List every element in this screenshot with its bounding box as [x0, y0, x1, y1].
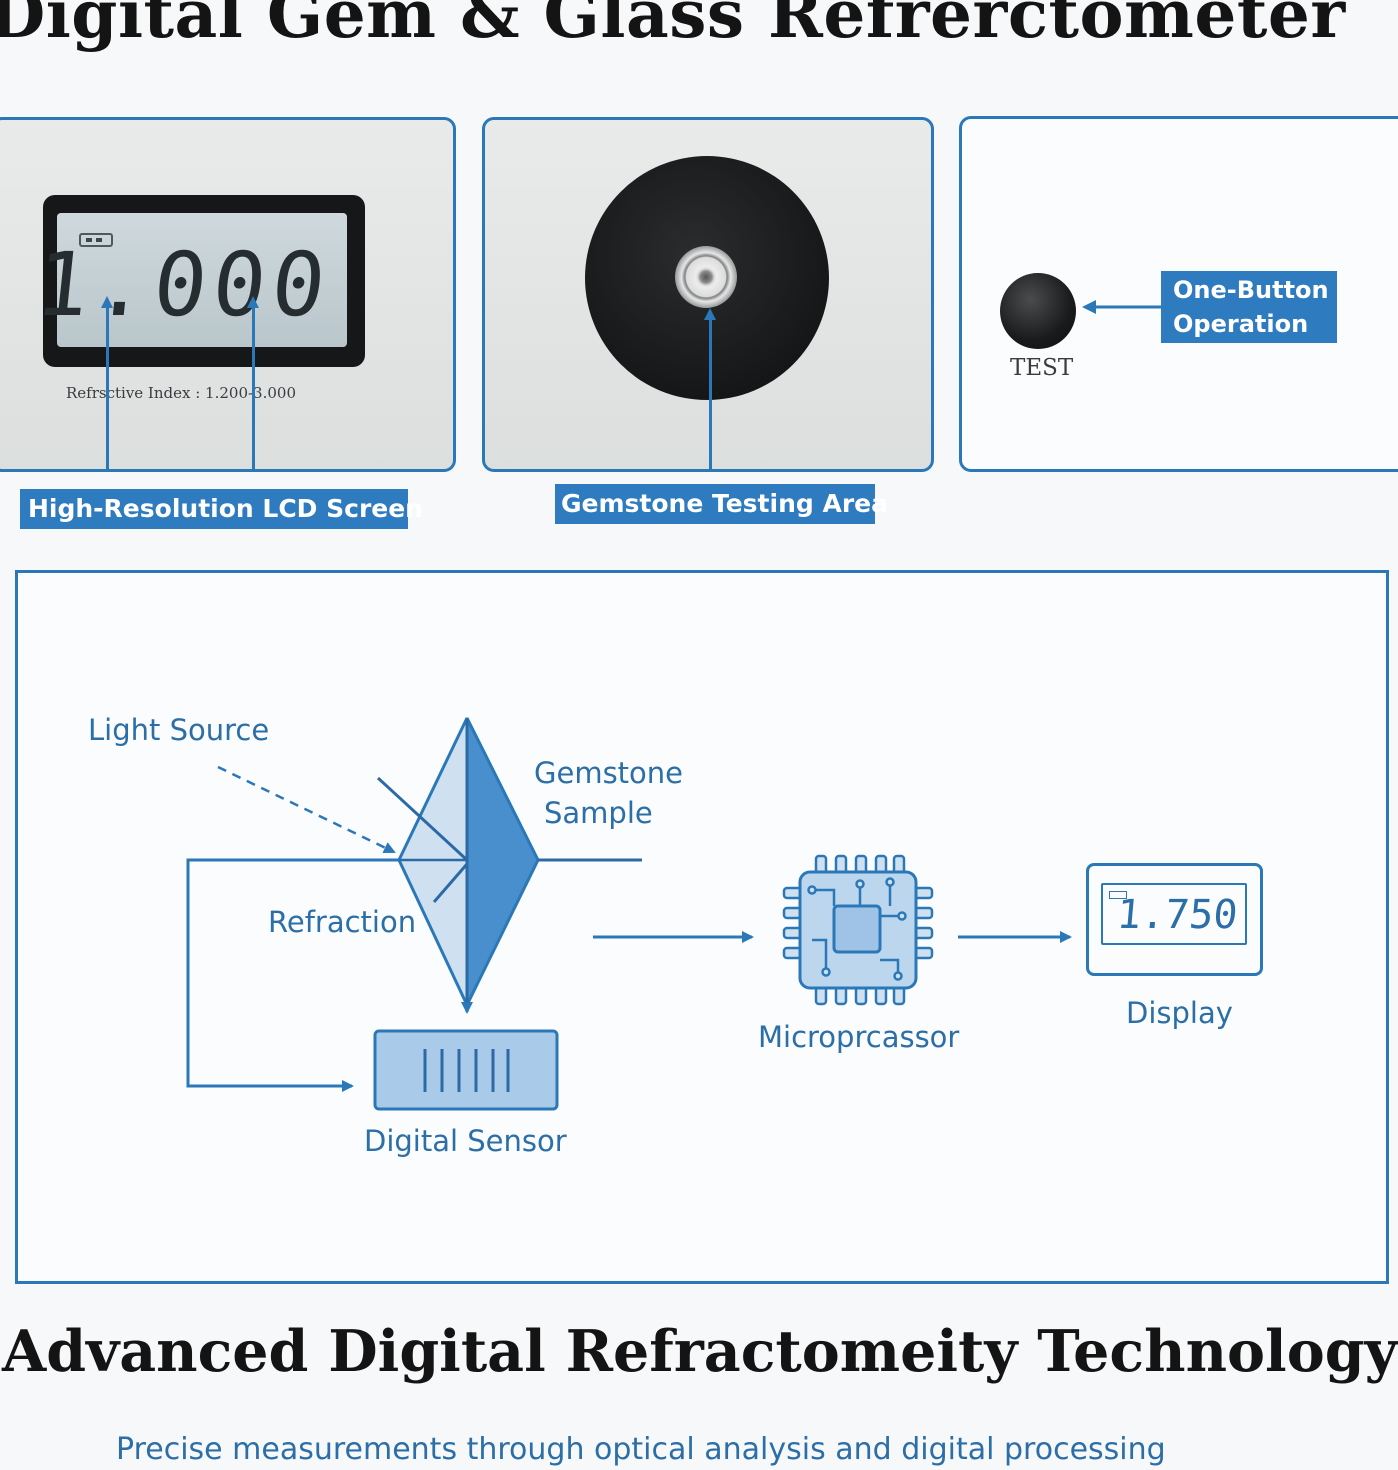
testing-dial	[585, 156, 829, 400]
arrow-up-icon	[704, 308, 716, 320]
testing-callout-line	[709, 318, 712, 470]
lcd-screen-tag: High-Resolution LCD Screen	[20, 489, 423, 529]
display-value: 1.750	[1114, 892, 1240, 938]
display-icon: 1.750	[1086, 863, 1263, 976]
tag-line: One-Button	[1173, 276, 1329, 304]
digital-sensor-icon	[373, 1029, 559, 1111]
refraction-label: Refraction	[268, 905, 417, 939]
page-title: Digital Gem & Glass Refrerctometer	[0, 0, 1346, 53]
prism-right-face	[465, 717, 540, 1006]
section-caption: Precise measurements through optical ana…	[116, 1432, 1166, 1467]
one-button-operation-tag: One-Button Operation	[1161, 271, 1337, 343]
battery-icon	[79, 233, 113, 247]
arrow-up-icon	[101, 296, 113, 308]
tag-line: Operation	[1173, 310, 1309, 338]
lcd-panel: 1.000 Refrsctive Index : 1.200-3.000	[0, 117, 456, 472]
lcd-callout-line-right	[252, 306, 255, 470]
lens-icon	[675, 246, 737, 308]
lcd-frame: 1.000	[31, 195, 365, 367]
prism-left-face	[397, 717, 469, 1006]
display-screen: 1.750	[1101, 883, 1247, 945]
operation-arrow	[1082, 300, 1162, 314]
testing-area-tag: Gemstone Testing Area	[555, 484, 888, 524]
light-source-label: Light Source	[88, 713, 270, 747]
refractive-index-range: Refrsctive Index : 1.200-3.000	[66, 384, 297, 402]
microprocessor-icon	[782, 854, 934, 1006]
testing-area-panel	[482, 117, 934, 472]
test-button[interactable]	[1000, 273, 1076, 349]
microprocessor-label: Microprcassor	[758, 1020, 960, 1054]
digital-sensor-label: Digital Sensor	[364, 1124, 567, 1158]
prism-ray	[376, 776, 469, 862]
section-heading: Advanced Digital Refractomeity Technolog…	[2, 1318, 1398, 1385]
gemstone-line: Gemstone	[534, 756, 684, 790]
light-beam	[217, 765, 396, 854]
lcd-screen: 1.000	[31, 213, 347, 347]
feedback-path	[186, 858, 399, 1092]
gemstone-sample-label: Gemstone Sample	[534, 753, 683, 833]
battery-icon	[1109, 891, 1127, 899]
arrow-up-icon	[247, 296, 259, 308]
lcd-callout-line-left	[106, 306, 109, 470]
prism-ray	[432, 863, 469, 903]
display-label: Display	[1126, 996, 1233, 1030]
test-button-label: TEST	[1010, 355, 1074, 381]
sample-line-text: Sample	[544, 796, 653, 830]
